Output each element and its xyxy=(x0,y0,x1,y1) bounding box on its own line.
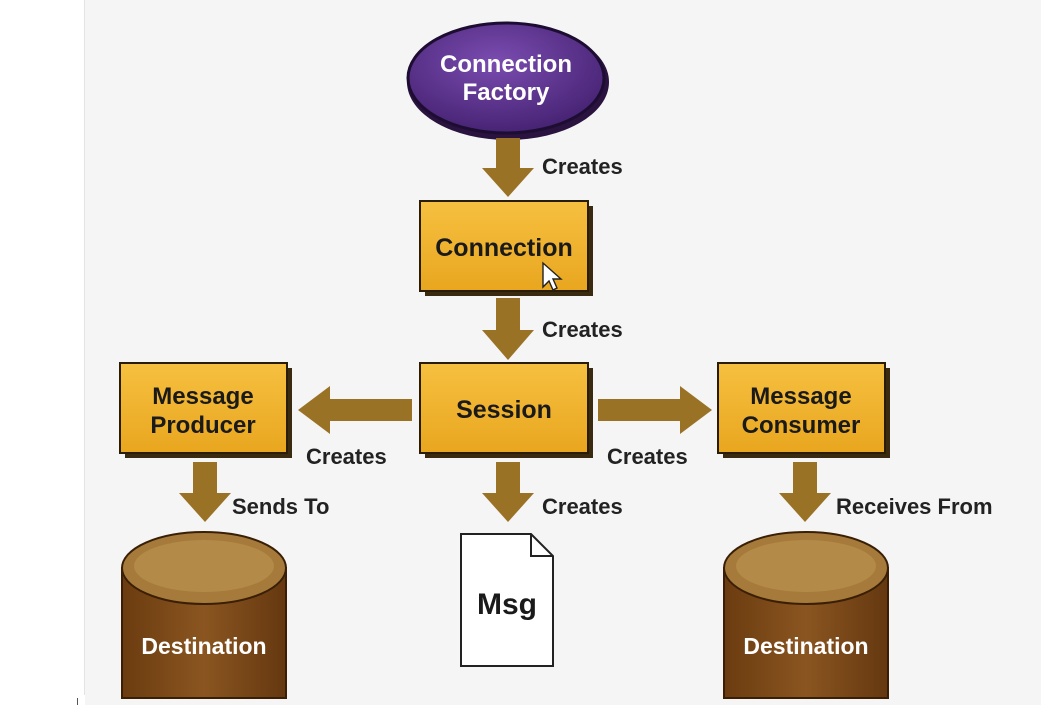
arrow-session-to-msg xyxy=(482,462,534,522)
arrow-session-to-producer xyxy=(298,386,412,434)
message-consumer-label-line2: Consumer xyxy=(742,412,861,439)
page-margin-line xyxy=(84,0,85,695)
arrow-down-shape xyxy=(482,462,534,522)
connection-node: Connection xyxy=(419,200,593,296)
connection-label: Connection xyxy=(435,234,573,262)
destination-left-top-highlight xyxy=(134,540,274,592)
arrow-down-shape xyxy=(482,298,534,360)
edge-label-factory-to-connection: Creates xyxy=(542,154,623,179)
destination-right-node: Destination xyxy=(723,531,889,699)
msg-label: Msg xyxy=(477,588,537,621)
edge-label-session-to-consumer: Creates xyxy=(607,444,688,469)
session-node: Session xyxy=(419,362,593,458)
message-producer-label-line2: Producer xyxy=(150,412,255,439)
edge-label-connection-to-session: Creates xyxy=(542,317,623,342)
msg-document-fold xyxy=(530,534,553,557)
arrow-producer-to-destination xyxy=(179,462,231,522)
destination-right-label: Destination xyxy=(743,633,868,659)
arrow-factory-to-connection xyxy=(482,138,534,197)
edge-label-session-to-msg: Creates xyxy=(542,494,623,519)
arrow-left-shape xyxy=(298,386,412,434)
connection-factory-label-line1: Connection xyxy=(440,51,572,78)
message-producer-label-line1: Message xyxy=(152,383,253,410)
arrow-session-to-consumer xyxy=(598,386,712,434)
msg-node: Msg xyxy=(460,533,554,667)
edge-label-producer-to-destination: Sends To xyxy=(232,494,329,519)
arrow-down-shape xyxy=(179,462,231,522)
arrow-down-shape xyxy=(482,138,534,197)
message-consumer-label-line1: Message xyxy=(750,383,851,410)
message-producer-node: Message Producer xyxy=(119,362,292,458)
session-label: Session xyxy=(456,396,552,424)
message-producer-box xyxy=(119,362,288,454)
session-box xyxy=(419,362,589,454)
destination-right-top-highlight xyxy=(736,540,876,592)
connection-box xyxy=(419,200,589,292)
arrow-right-shape xyxy=(598,386,712,434)
edge-label-consumer-to-destination: Receives From xyxy=(836,494,993,519)
connection-factory-label-line2: Factory xyxy=(463,79,550,106)
message-consumer-node: Message Consumer xyxy=(717,362,890,458)
connection-factory-shape xyxy=(406,21,606,135)
message-consumer-box xyxy=(717,362,886,454)
destination-left-label: Destination xyxy=(141,633,266,659)
arrow-consumer-to-destination xyxy=(779,462,831,522)
mouse-pointer-icon xyxy=(542,261,563,291)
edge-label-session-to-producer: Creates xyxy=(306,444,387,469)
connection-factory-node: Connection Factory xyxy=(406,21,609,140)
arrow-down-shape xyxy=(779,462,831,522)
text-cursor-mark xyxy=(77,698,78,705)
arrow-connection-to-session xyxy=(482,298,534,360)
msg-document-shape xyxy=(460,533,554,667)
destination-left-node: Destination xyxy=(121,531,287,699)
